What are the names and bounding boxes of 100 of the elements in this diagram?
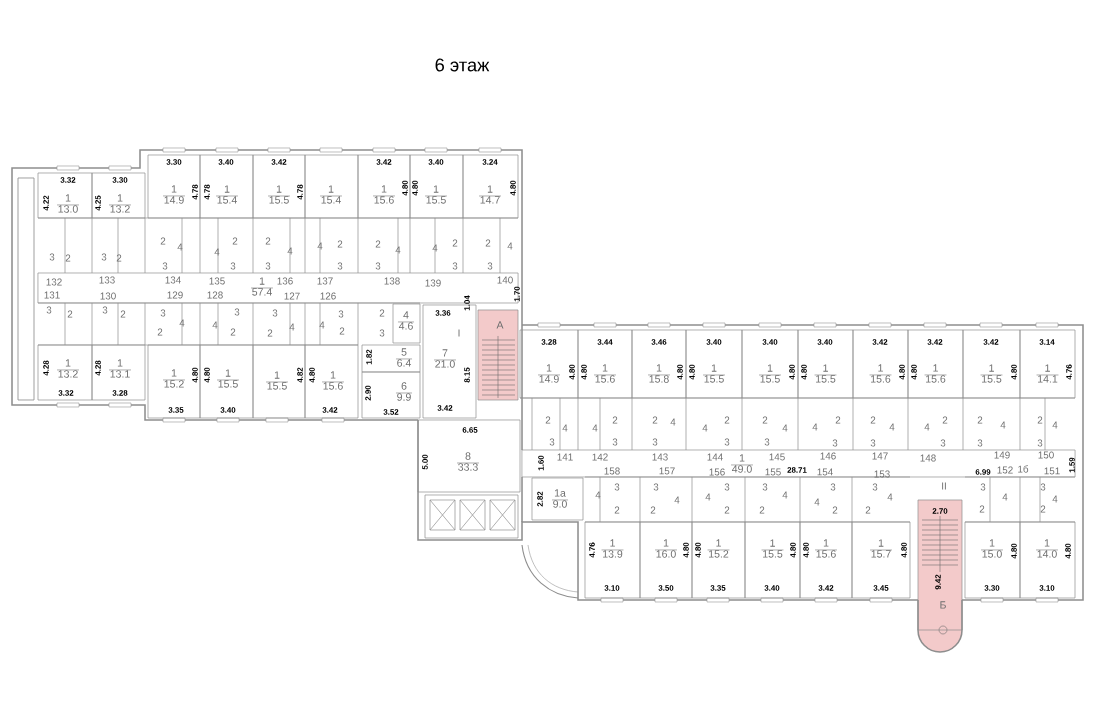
room-number: 2: [375, 240, 381, 248]
room-number: 147: [872, 452, 888, 460]
room-number: 158: [604, 467, 620, 475]
room-number: 4: [317, 242, 323, 250]
room-number: 4: [432, 244, 438, 252]
room-number: 4: [924, 423, 930, 431]
room-number: 2: [157, 328, 163, 336]
room-number: 146: [820, 452, 836, 460]
room-number: 155: [765, 468, 781, 476]
room-number: 133: [99, 276, 115, 284]
room-number: 3: [379, 329, 385, 337]
room-number: I: [458, 329, 460, 337]
room-number: 2: [614, 506, 620, 514]
room-number: 2: [835, 416, 841, 424]
room-number: 2: [832, 506, 838, 514]
room-number: 3: [338, 310, 344, 318]
room-number: 2: [379, 309, 385, 317]
room-number: 4: [889, 423, 895, 431]
room-number: 2: [1040, 505, 1046, 513]
room-number: 2: [339, 327, 345, 335]
room-number: 2: [160, 237, 166, 245]
room-number: 143: [652, 453, 668, 461]
room-number: 2: [762, 416, 768, 424]
room-number: 3: [980, 483, 986, 491]
room-number: 2: [452, 239, 458, 247]
room-number: 156: [709, 468, 725, 476]
room-number: 2: [267, 329, 273, 337]
room-number: 2: [545, 416, 551, 424]
room-number: 2: [759, 506, 765, 514]
room-number: 4: [887, 493, 893, 501]
room-number: 139: [425, 279, 441, 287]
room-number: 135: [209, 277, 225, 285]
room-number: 151: [1044, 467, 1060, 475]
room-number: 2: [977, 416, 983, 424]
room-number: 4: [702, 424, 708, 432]
room-number: 2: [1037, 416, 1043, 424]
room-number: 4: [177, 243, 183, 251]
room-number: 4: [507, 242, 513, 250]
room-number: 4: [814, 498, 820, 506]
room-number: 2: [265, 237, 271, 245]
room-number: 142: [592, 453, 608, 461]
room-number: 2: [865, 506, 871, 514]
room-number: 2: [337, 240, 343, 248]
room-number: 4: [592, 424, 598, 432]
room-number: 148: [920, 454, 936, 462]
room-number: 152: [997, 466, 1013, 474]
room-number: 4: [319, 321, 325, 329]
room-number: 154: [817, 468, 833, 476]
room-number: 3: [101, 253, 107, 261]
room-number: 2: [942, 416, 948, 424]
room-number: 157: [659, 467, 675, 475]
room-number: 2: [116, 254, 122, 262]
room-number: 2: [485, 239, 491, 247]
room-number: 134: [165, 276, 181, 284]
room-number: 1б: [1018, 465, 1029, 473]
room: 4 4.6: [392, 303, 421, 344]
room-number: 128: [207, 291, 223, 299]
room-number: 4: [595, 491, 601, 499]
room-number: 2: [979, 505, 985, 513]
room-number: 4: [1000, 421, 1006, 429]
room-number: 4: [1052, 495, 1058, 503]
room-number: 4: [395, 246, 401, 254]
room-number: 4: [1052, 421, 1058, 429]
room-number: 3: [49, 253, 55, 261]
room-number: 137: [317, 277, 333, 285]
room-number: II: [942, 482, 946, 490]
room-number: 2: [724, 416, 730, 424]
room-number: 4: [562, 424, 568, 432]
title: 6 этаж: [435, 58, 490, 72]
room-number: 2: [724, 506, 730, 514]
room-number: 2: [230, 328, 236, 336]
room-number: 3: [272, 309, 278, 317]
room-number: 2: [65, 254, 71, 262]
room-number: 136: [277, 277, 293, 285]
room-number: 3: [160, 309, 166, 317]
room-number: 2: [870, 416, 876, 424]
room-number: 132: [46, 278, 62, 286]
room-number: 4: [1002, 493, 1008, 501]
room-number: 2: [612, 416, 618, 424]
room-number: 4: [674, 496, 680, 504]
room-number: 130: [100, 292, 116, 300]
room-number: 131: [44, 291, 60, 299]
room-number: 149: [994, 451, 1010, 459]
room-number: 2: [67, 310, 73, 318]
room-number: 141: [557, 453, 573, 461]
room-number: 2: [652, 416, 658, 424]
room-number: 140: [497, 276, 513, 284]
room-number: 129: [167, 291, 183, 299]
room-number: 150: [1038, 451, 1054, 459]
room-number: 4: [670, 418, 676, 426]
room-number: 4: [214, 248, 220, 256]
staircase: А: [477, 309, 519, 401]
room-number: 4: [212, 321, 218, 329]
room-number: 2: [232, 237, 238, 245]
room-number: 138: [384, 277, 400, 285]
room-number: 153: [874, 470, 890, 478]
room-number: 127: [284, 292, 300, 300]
room-number: 4: [287, 247, 293, 255]
room-number: 2: [650, 506, 656, 514]
room-number: 2: [120, 310, 126, 318]
